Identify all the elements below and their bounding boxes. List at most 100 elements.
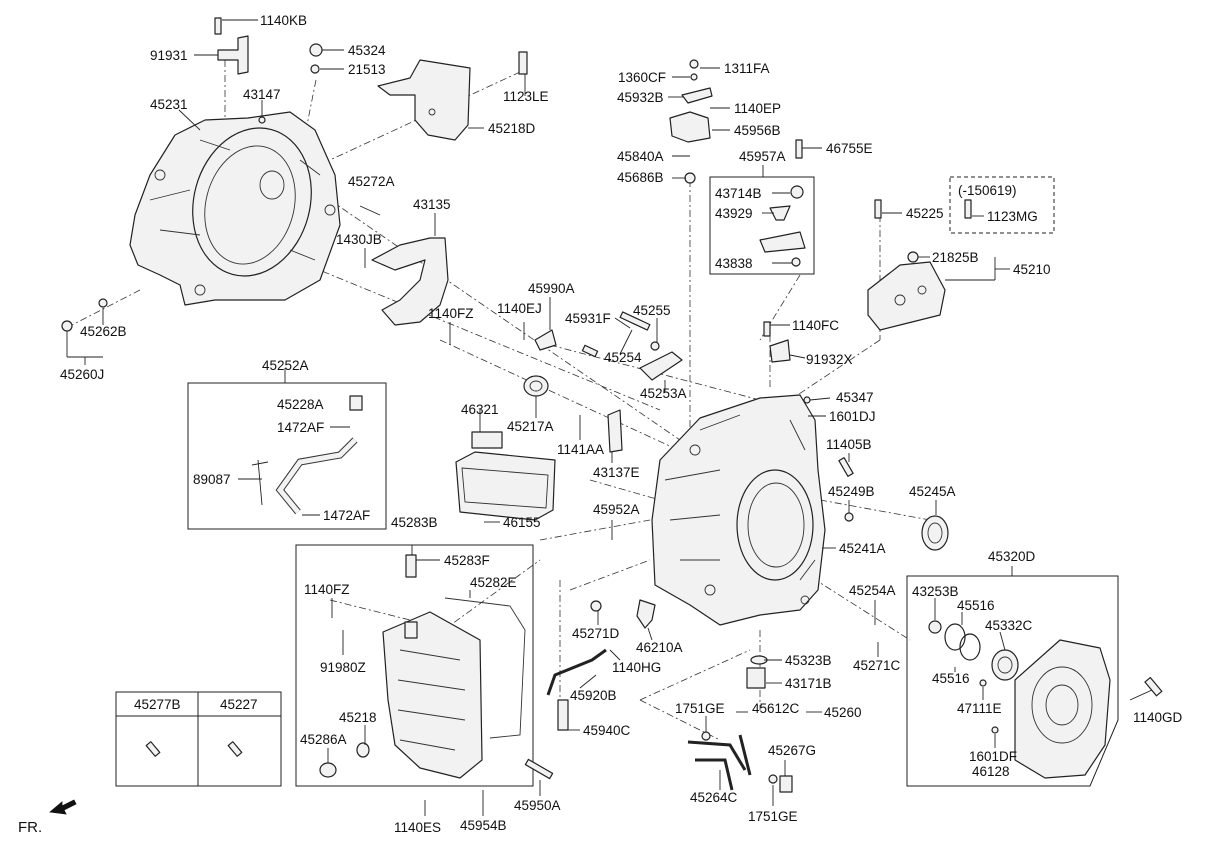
label-43135: 43135: [413, 197, 451, 212]
label-45245A: 45245A: [909, 484, 956, 499]
table-header-45277B: 45277B: [134, 697, 181, 712]
label-45686B: 45686B: [617, 170, 664, 185]
label-46155: 46155: [503, 515, 541, 530]
label-45283F: 45283F: [444, 553, 490, 568]
label-45255: 45255: [633, 303, 671, 318]
label-1311FA: 1311FA: [724, 61, 770, 76]
label-45324: 45324: [348, 43, 386, 58]
label-43147: 43147: [243, 87, 281, 102]
label-45840A: 45840A: [617, 149, 664, 164]
label-45254: 45254: [604, 350, 642, 365]
label-1140EP: 1140EP: [734, 101, 781, 116]
label-45956B: 45956B: [734, 123, 781, 138]
label-45347: 45347: [836, 390, 874, 405]
oil-seal-drawing: [523, 375, 549, 397]
label-45218: 45218: [339, 710, 377, 725]
sensor-drawing: [669, 87, 713, 143]
label-1123MG: 1123MG: [987, 209, 1038, 224]
label-1472AF-lower: 1472AF: [323, 508, 370, 523]
label-1141AA: 1141AA: [557, 442, 604, 457]
label-43253B: 43253B: [912, 584, 959, 599]
label-variant-note: (-150619): [958, 183, 1017, 198]
table-header-45227: 45227: [220, 697, 258, 712]
label-45952A: 45952A: [593, 502, 640, 517]
front-direction-arrow-icon: [49, 799, 77, 815]
label-91931: 91931: [150, 48, 188, 63]
label-89087: 89087: [193, 472, 231, 487]
label-43137E: 43137E: [593, 465, 640, 480]
label-45282E: 45282E: [470, 575, 517, 590]
label-21513: 21513: [348, 62, 386, 77]
label-45612C: 45612C: [752, 701, 800, 716]
bracket-45210-drawing: [867, 261, 946, 331]
label-45990A: 45990A: [528, 281, 575, 296]
detent-and-tubes-drawing: [524, 599, 793, 793]
label-45260: 45260: [824, 705, 862, 720]
label-45218D: 45218D: [488, 121, 536, 136]
bolts-drawing: [61, 17, 1163, 757]
label-45954B: 45954B: [460, 818, 507, 833]
label-1123LE: 1123LE: [503, 89, 549, 104]
label-45516-upper: 45516: [957, 598, 995, 613]
label-45228A: 45228A: [277, 397, 324, 412]
bracket-91931-drawing: [217, 35, 249, 75]
label-91932X: 91932X: [806, 352, 853, 367]
front-direction-label: FR.: [18, 819, 42, 836]
label-45210: 45210: [1013, 262, 1051, 277]
label-45252A: 45252A: [262, 358, 309, 373]
label-45225: 45225: [906, 206, 944, 221]
rear-cover-drawing: [944, 623, 1111, 779]
label-1472AF-upper: 1472AF: [277, 420, 324, 435]
hose-drawing: [251, 395, 363, 515]
label-45241A: 45241A: [839, 541, 886, 556]
label-1430JB: 1430JB: [336, 232, 382, 247]
label-45940C: 45940C: [583, 723, 631, 738]
label-1751GE-upper: 1751GE: [675, 701, 725, 716]
label-1140FZ-top: 1140FZ: [428, 306, 474, 321]
baffle-plate-drawing: [371, 237, 449, 326]
label-45217A: 45217A: [507, 419, 554, 434]
label-91980Z: 91980Z: [320, 660, 366, 675]
cover-kit-box: [906, 575, 1119, 787]
label-45271D: 45271D: [572, 626, 620, 641]
label-1360CF: 1360CF: [618, 70, 666, 85]
label-11405B: 11405B: [826, 437, 872, 452]
label-21825B: 21825B: [932, 250, 979, 265]
seal-45245A-drawing: [921, 515, 949, 551]
label-45231: 45231: [150, 97, 188, 112]
bracket-kit-box: [709, 176, 815, 275]
label-45932B: 45932B: [617, 90, 664, 105]
heat-shield-drawing: [377, 59, 471, 141]
label-45286A: 45286A: [300, 732, 347, 747]
label-45253A: 45253A: [640, 386, 687, 401]
label-45262B: 45262B: [80, 324, 127, 339]
label-45332C: 45332C: [985, 618, 1033, 633]
label-43838: 43838: [715, 256, 753, 271]
label-46321: 46321: [461, 402, 499, 417]
label-1751GE-lower: 1751GE: [748, 809, 798, 824]
group-boxes: [115, 176, 1119, 787]
label-45920B: 45920B: [570, 688, 617, 703]
label-1140GD: 1140GD: [1133, 710, 1183, 725]
label-46210A: 46210A: [636, 640, 683, 655]
label-46755E: 46755E: [826, 141, 873, 156]
label-43171B: 43171B: [785, 676, 832, 691]
label-45264C: 45264C: [690, 790, 738, 805]
oil-pan-box: [295, 544, 534, 787]
label-45931F: 45931F: [565, 311, 611, 326]
lever-drawing: [534, 311, 791, 453]
label-1140HG: 1140HG: [612, 660, 661, 675]
label-1140ES: 1140ES: [394, 820, 441, 835]
label-43929: 43929: [715, 206, 753, 221]
part-labels: 1140KB 91931 45324 21513 1123LE 45231 43…: [18, 13, 1183, 836]
label-45260J: 45260J: [60, 367, 104, 382]
converter-housing-drawing: [129, 111, 341, 306]
label-45249B: 45249B: [828, 484, 875, 499]
label-45272A: 45272A: [348, 174, 395, 189]
label-1140FZ-pan: 1140FZ: [304, 582, 350, 597]
label-1140KB: 1140KB: [260, 13, 307, 28]
label-45271C: 45271C: [853, 658, 901, 673]
label-45323B: 45323B: [785, 653, 832, 668]
